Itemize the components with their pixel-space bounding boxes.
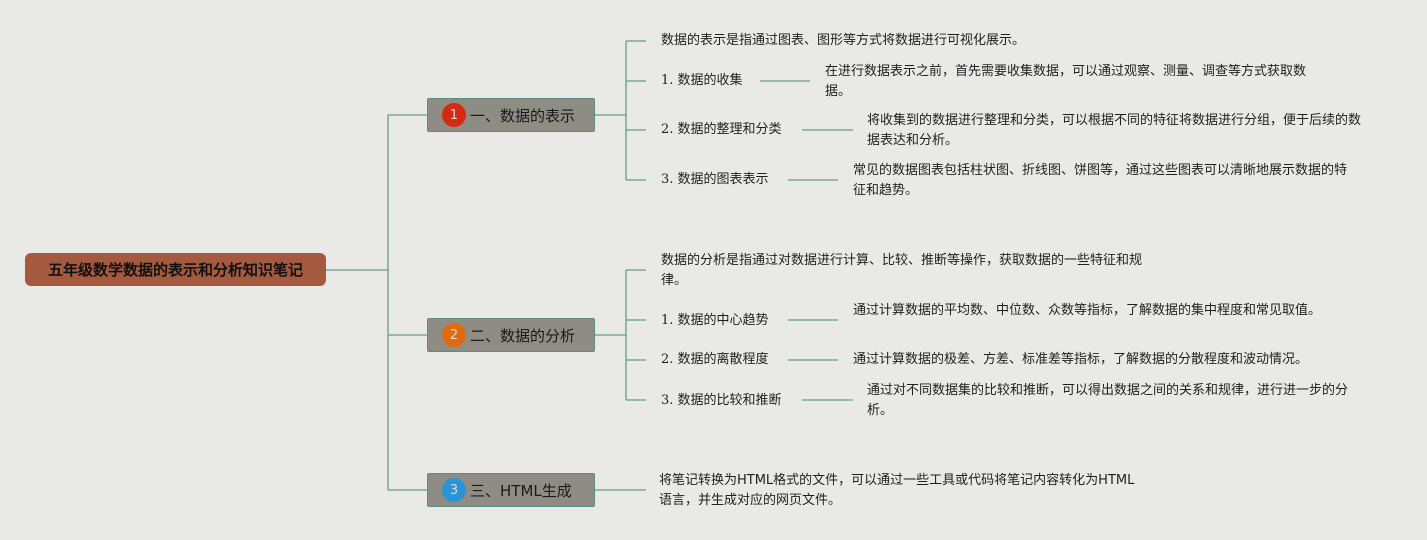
subtopic-label[interactable]: 1. 数据的中心趋势	[661, 313, 769, 328]
number-badge-icon: 1	[442, 103, 466, 127]
branch-intro: 数据的分析是指通过对数据进行计算、比较、推断等操作，获取数据的一些特征和规律。	[661, 253, 1143, 288]
branch-html-generation[interactable]: 3 三、HTML生成	[427, 473, 595, 507]
subtopic-label[interactable]: 2. 数据的整理和分类	[661, 122, 782, 137]
subtopic-label[interactable]: 2. 数据的离散程度	[661, 352, 769, 367]
branch-intro: 将笔记转换为HTML格式的文件，可以通过一些工具或代码将笔记内容转化为HTML语…	[659, 473, 1135, 508]
subtopic-detail: 通过对不同数据集的比较和推断，可以得出数据之间的关系和规律，进行进一步的分析。	[867, 383, 1349, 418]
branch-title: 二、数据的分析	[470, 326, 576, 345]
subtopic-detail: 常见的数据图表包括柱状图、折线图、饼图等，通过这些图表可以清晰地展示数据的特征和…	[853, 163, 1348, 198]
branch-intro: 数据的表示是指通过图表、图形等方式将数据进行可视化展示。	[661, 33, 1026, 48]
subtopic-label[interactable]: 3. 数据的图表表示	[661, 172, 769, 187]
subtopic-label[interactable]: 3. 数据的比较和推断	[661, 393, 782, 408]
number-badge-icon: 2	[442, 323, 466, 347]
subtopic-detail: 通过计算数据的极差、方差、标准差等指标，了解数据的分散程度和波动情况。	[853, 352, 1309, 367]
branch-data-analysis[interactable]: 2 二、数据的分析	[427, 318, 595, 352]
branch-title: 一、数据的表示	[470, 106, 576, 125]
branch-title: 三、HTML生成	[470, 481, 572, 500]
number-badge-icon: 3	[442, 478, 466, 502]
root-topic[interactable]: 五年级数学数据的表示和分析知识笔记	[25, 253, 326, 286]
subtopic-detail: 在进行数据表示之前，首先需要收集数据，可以通过观察、测量、调查等方式获取数据。	[825, 64, 1307, 99]
branch-data-representation[interactable]: 1 一、数据的表示	[427, 98, 595, 132]
root-title: 五年级数学数据的表示和分析知识笔记	[47, 261, 303, 279]
subtopic-detail: 将收集到的数据进行整理和分类，可以根据不同的特征将数据进行分组，便于后续的数据表…	[867, 113, 1362, 148]
subtopic-label[interactable]: 1. 数据的收集	[661, 73, 743, 88]
subtopic-detail: 通过计算数据的平均数、中位数、众数等指标，了解数据的集中程度和常见取值。	[853, 303, 1322, 318]
